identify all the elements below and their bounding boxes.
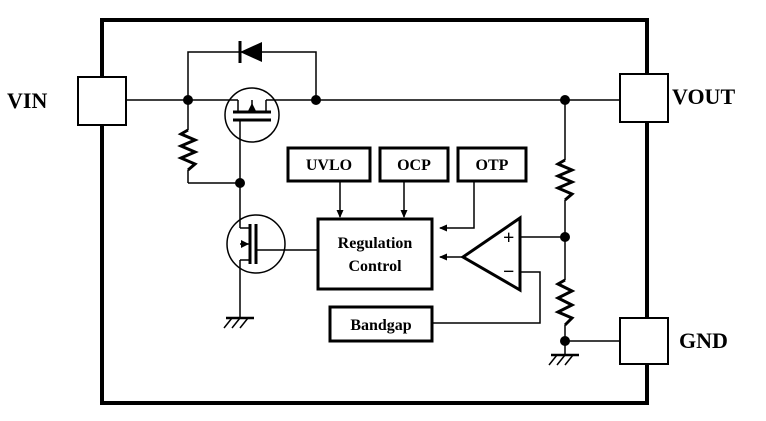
regulation-label-line1: Regulation: [338, 235, 413, 252]
resistor-upper: [554, 158, 576, 202]
uvlo-label: UVLO: [306, 157, 352, 174]
vin-label: VIN: [7, 88, 47, 113]
bandgap-block: [328, 305, 434, 343]
otp-block: [456, 146, 528, 183]
vout-pin: [619, 73, 669, 123]
signal-arrows: [336, 181, 475, 261]
regulation-label-line2: Control: [348, 258, 402, 275]
gnd-pin: [619, 317, 669, 365]
resistor-left: [177, 128, 199, 172]
ocp-block: [378, 146, 450, 183]
uvlo-block: [286, 146, 372, 183]
ground-symbol-right: [548, 353, 579, 366]
regulation-control-block: [316, 217, 434, 291]
control-transistor-nmos: [226, 214, 286, 274]
diode-symbol: [230, 41, 266, 63]
vout-label: VOUT: [672, 84, 735, 109]
resistor-lower: [554, 278, 576, 327]
chip-outline: [100, 18, 649, 405]
error-amplifier: [460, 215, 522, 293]
otp-label: OTP: [476, 157, 509, 174]
amplifier-plus: +: [503, 227, 514, 249]
junction-dots: [183, 95, 570, 346]
amplifier-minus: −: [503, 261, 514, 283]
ground-symbol-left: [223, 316, 254, 329]
ocp-label: OCP: [397, 157, 431, 174]
pass-transistor-pmos: [224, 87, 280, 143]
bandgap-label: Bandgap: [350, 317, 411, 334]
vin-pin: [77, 76, 127, 126]
gnd-label: GND: [679, 328, 728, 353]
